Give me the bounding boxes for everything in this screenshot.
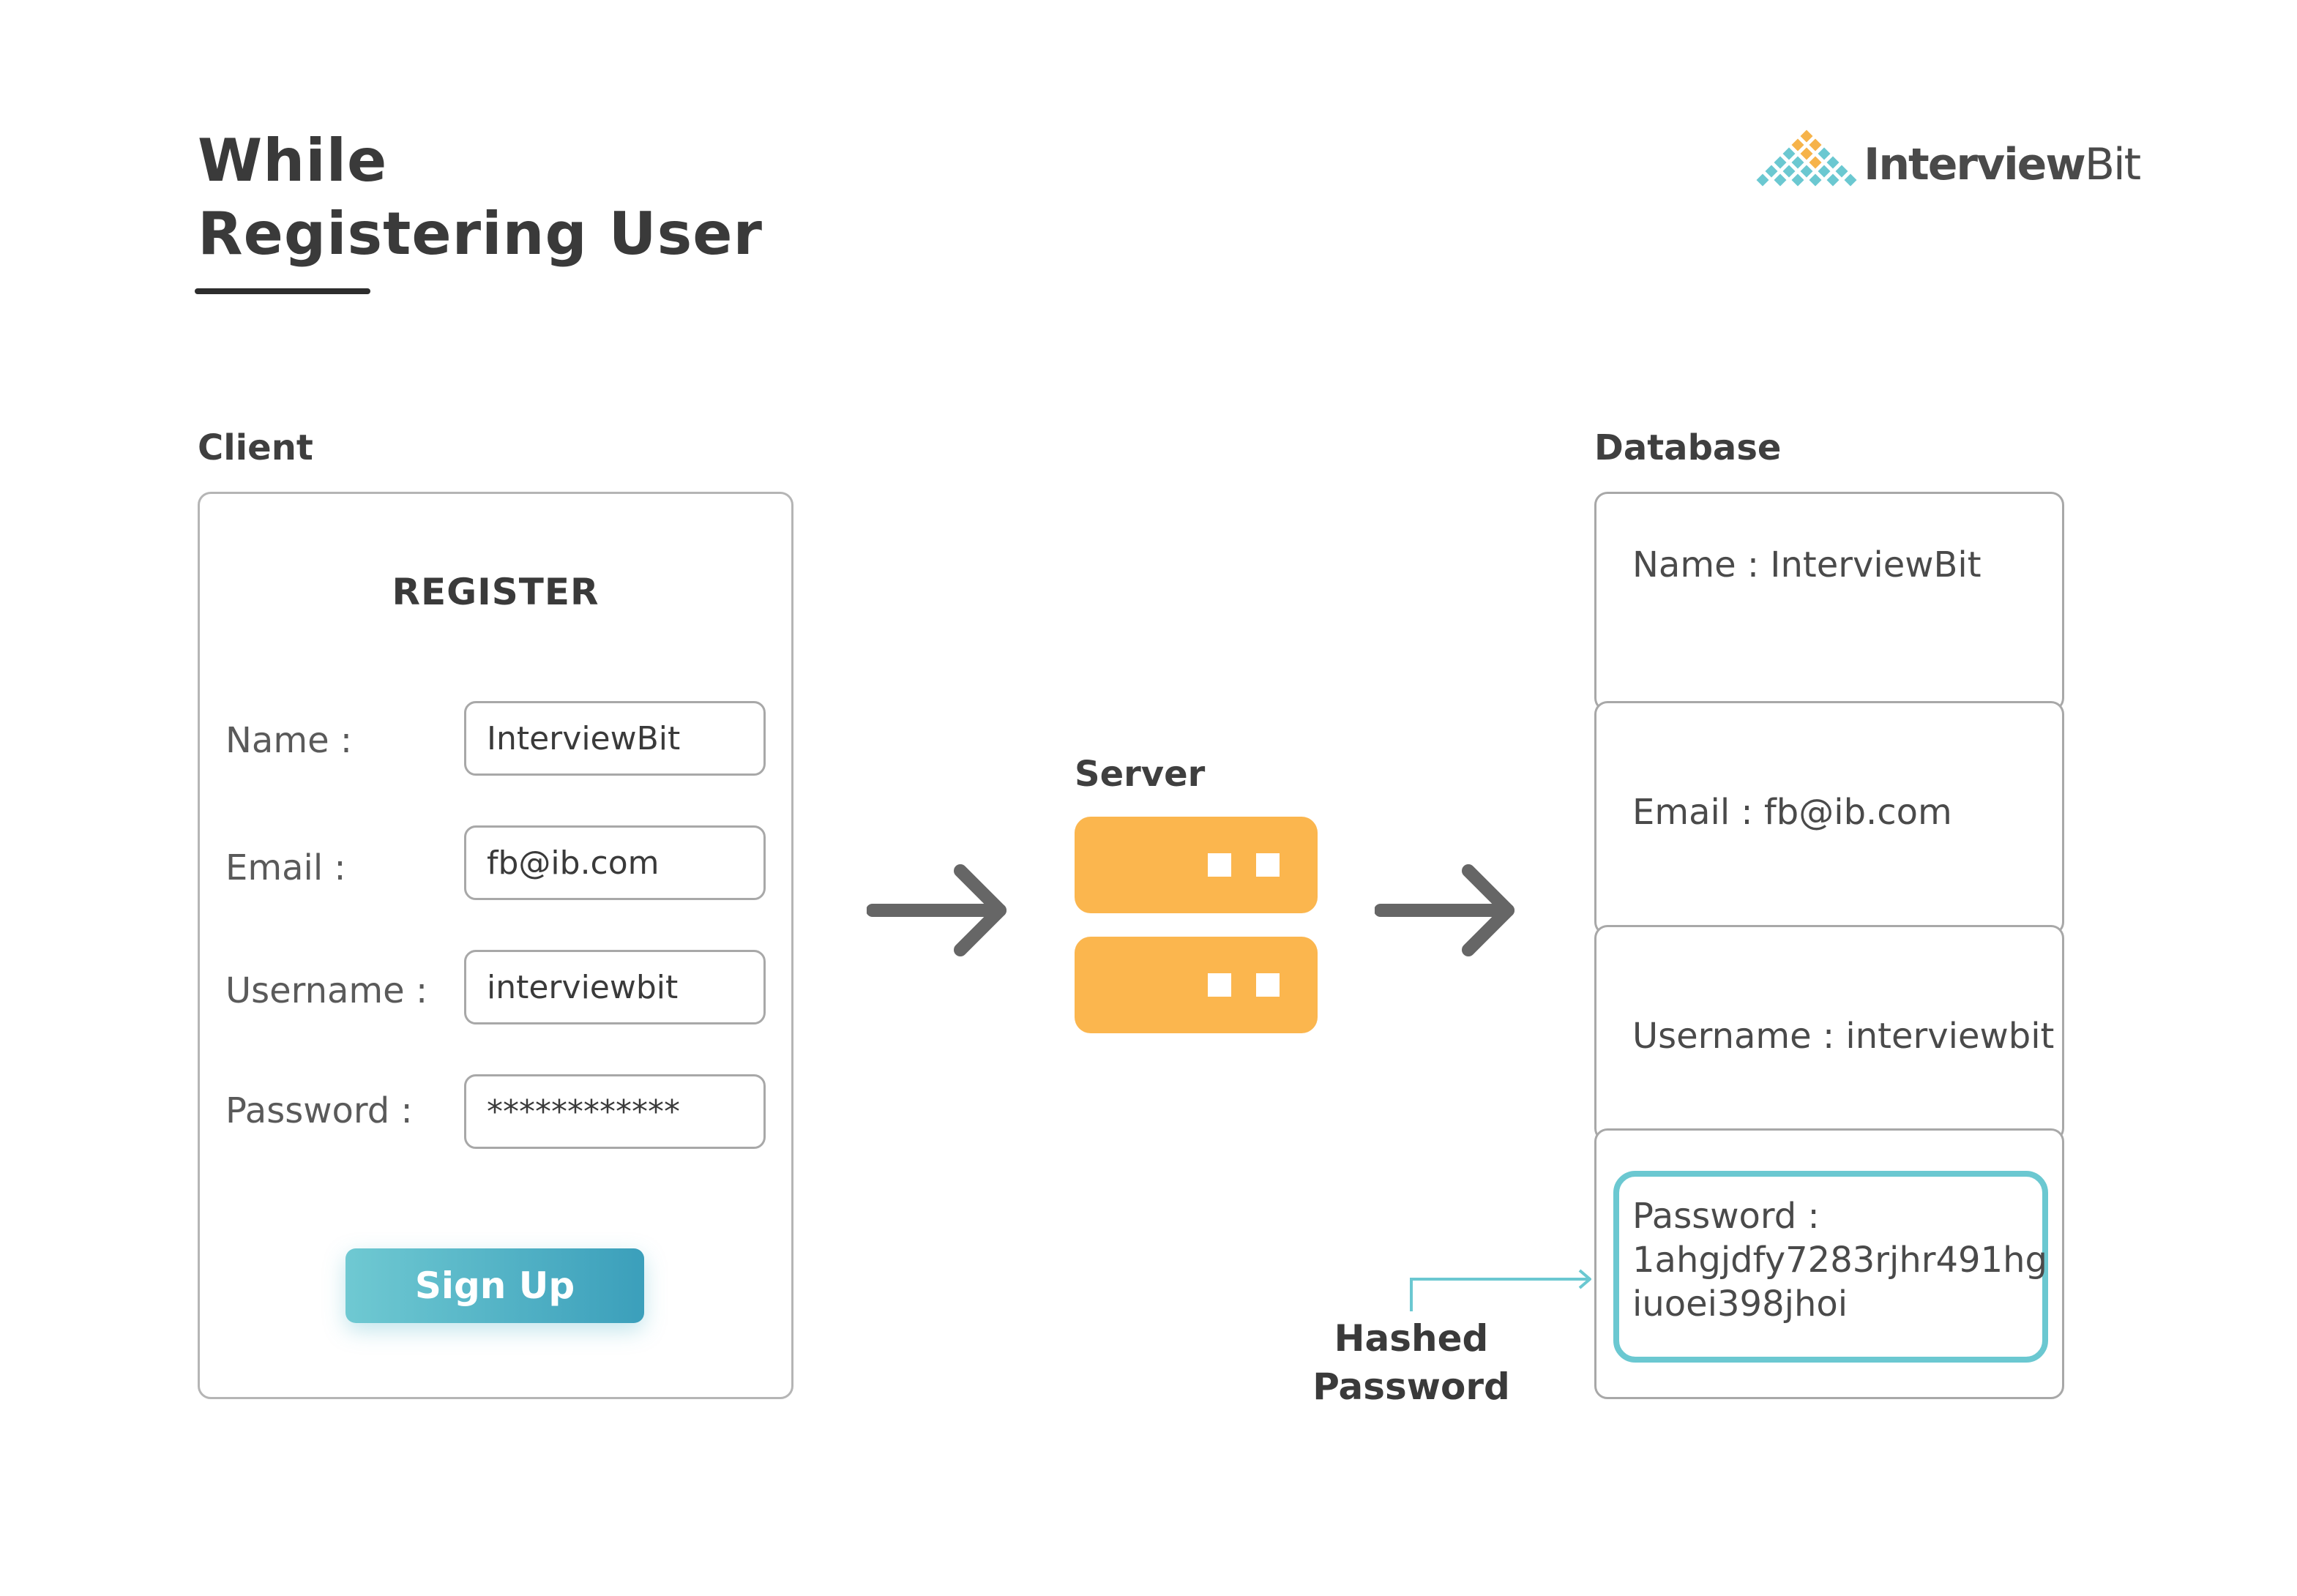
logo-text-bit: Bit <box>2084 139 2141 190</box>
annotation-connector-arrow-icon <box>1410 1269 1591 1311</box>
title-line-1: While <box>198 127 388 195</box>
username-input[interactable]: interviewbit <box>464 950 766 1024</box>
db-row-name <box>1594 492 2064 711</box>
hashed-password-highlight <box>1613 1171 2048 1363</box>
server-unit-bottom <box>1075 937 1318 1033</box>
register-heading: REGISTER <box>392 571 600 613</box>
db-name-text: Name : InterviewBit <box>1632 544 1982 585</box>
interviewbit-logo: InterviewBit <box>1755 126 2141 199</box>
db-password-hash-1: 1ahgjdfy7283rjhr491hg <box>1632 1240 2047 1281</box>
db-password-hash-2: iuoei398jhoi <box>1632 1284 1848 1325</box>
client-label: Client <box>198 427 313 468</box>
arrow-right-icon <box>867 864 1006 956</box>
page-title: While Registering User <box>198 124 763 271</box>
hashed-label-line-2: Password <box>1312 1365 1510 1408</box>
server-light-icon <box>1256 973 1280 997</box>
database-label: Database <box>1594 427 1782 468</box>
password-input[interactable]: ************ <box>464 1074 766 1149</box>
db-password-label: Password : <box>1632 1196 1820 1237</box>
hashed-password-label: Hashed Password <box>1294 1314 1528 1411</box>
email-label: Email : <box>225 847 346 888</box>
email-input[interactable]: fb@ib.com <box>464 825 766 900</box>
db-email-text: Email : fb@ib.com <box>1632 792 1952 833</box>
name-label: Name : <box>225 720 353 761</box>
password-label: Password : <box>225 1090 413 1131</box>
hashed-label-line-1: Hashed <box>1334 1317 1489 1360</box>
server-light-icon <box>1208 973 1231 997</box>
db-password-text: Password : 1ahgjdfy7283rjhr491hg iuoei39… <box>1632 1194 2047 1326</box>
title-line-2: Registering User <box>198 200 763 268</box>
arrow-right-icon <box>1375 864 1514 956</box>
sign-up-button[interactable]: Sign Up <box>346 1248 644 1323</box>
username-label: Username : <box>225 970 428 1011</box>
name-input[interactable]: InterviewBit <box>464 701 766 776</box>
server-unit-top <box>1075 817 1318 913</box>
server-light-icon <box>1256 853 1280 877</box>
server-light-icon <box>1208 853 1231 877</box>
db-username-text: Username : interviewbit <box>1632 1016 2055 1057</box>
logo-wordmark: InterviewBit <box>1864 139 2141 190</box>
db-row-username <box>1594 925 2064 1142</box>
title-underline <box>195 288 370 294</box>
logo-text-main: Interview <box>1864 139 2086 190</box>
logo-diamond-icon <box>1756 130 1857 187</box>
client-register-panel <box>198 492 793 1399</box>
server-label: Server <box>1075 754 1206 795</box>
